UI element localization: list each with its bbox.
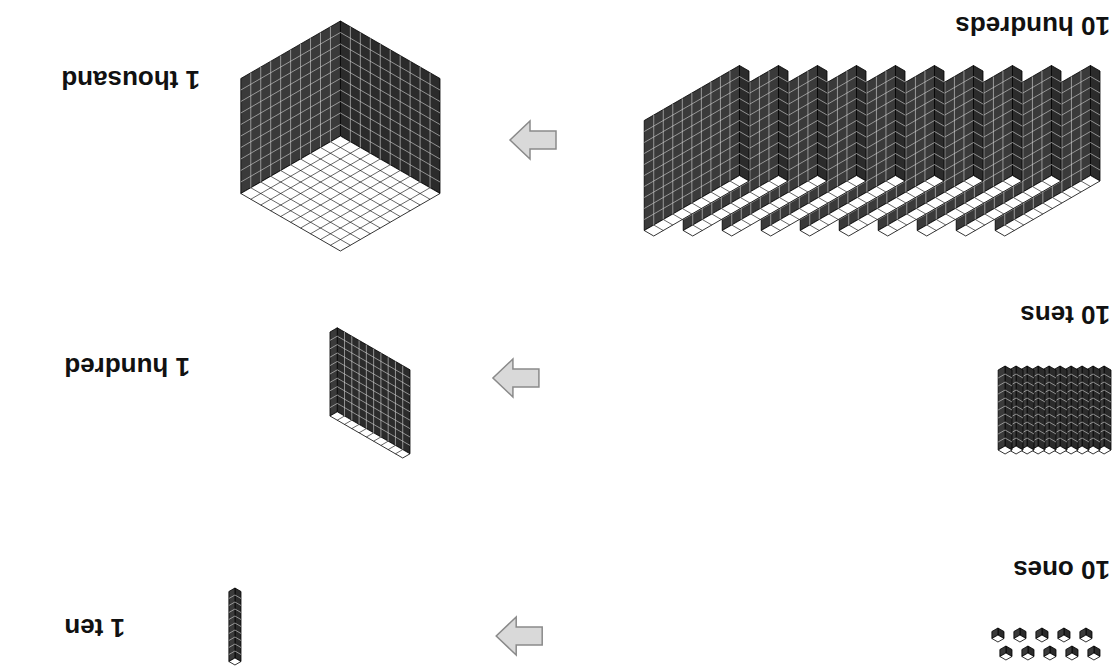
unit-block xyxy=(1044,646,1056,660)
base-ten-block: 10 hundreds xyxy=(640,56,1100,246)
block-arrow xyxy=(510,121,556,159)
unit-block xyxy=(1066,646,1078,660)
unit-block xyxy=(330,328,410,458)
quantity-label: 1 hundred xyxy=(64,352,190,382)
unit-block xyxy=(1014,628,1026,642)
unit-block xyxy=(1058,628,1070,642)
quantity-label: 10 tens xyxy=(1020,300,1110,330)
block-illustration xyxy=(996,360,1111,460)
unit-block xyxy=(998,366,1012,454)
quantity-label: 1 thousand xyxy=(61,65,200,95)
block-illustration xyxy=(330,325,410,460)
block-illustration xyxy=(988,626,1100,660)
unit-block xyxy=(1000,646,1012,660)
base-ten-block: 1 hundred xyxy=(330,325,410,460)
block-arrow xyxy=(496,617,542,655)
unit-block xyxy=(1088,646,1100,660)
block-arrow xyxy=(493,359,539,397)
base-ten-block: 1 ten xyxy=(225,588,245,665)
quantity-label: 10 hundreds xyxy=(955,11,1110,41)
block-illustration xyxy=(640,56,1100,246)
unit-block xyxy=(229,588,241,665)
quantity-label: 1 ten xyxy=(64,613,125,643)
unit-block xyxy=(1036,628,1048,642)
unit-block xyxy=(992,628,1004,642)
base-ten-block: 1 thousand xyxy=(240,19,440,251)
block-illustration xyxy=(240,19,440,251)
unit-block xyxy=(644,66,749,237)
unit-block xyxy=(1080,628,1092,642)
base-ten-block: 10 tens xyxy=(996,360,1111,460)
base-ten-block: 10 ones xyxy=(988,626,1100,660)
block-illustration xyxy=(225,588,245,665)
unit-block xyxy=(1022,646,1034,660)
unit-block xyxy=(241,21,440,251)
quantity-label: 10 ones xyxy=(1013,555,1110,585)
